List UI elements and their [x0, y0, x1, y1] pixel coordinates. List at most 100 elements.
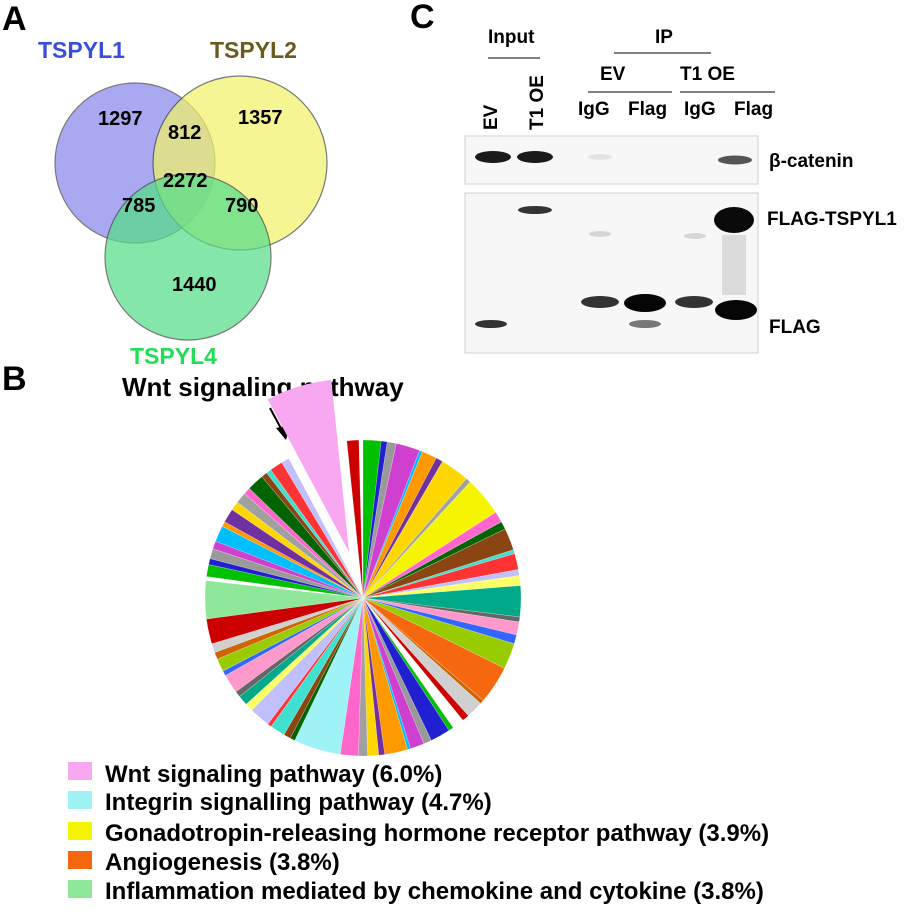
pie-slice-other: [243, 487, 364, 599]
pie-slice-other: [362, 585, 522, 618]
pie-slice-other: [362, 597, 454, 731]
pie-slice-other: [362, 597, 484, 704]
pie-slice-other: [362, 450, 423, 599]
pie-slice-other: [362, 441, 397, 599]
band-flagtspyl1-igg-t1oe: [684, 233, 706, 239]
pie-slice-other: [221, 521, 364, 599]
band-catenin-t1oe: [517, 151, 553, 163]
venn-count-only-tspyl2: 1357: [238, 107, 283, 129]
legend-swatch-integrin: [68, 791, 92, 809]
ip-label: IP: [655, 27, 673, 48]
venn-label-tspyl1: TSPYL1: [38, 37, 125, 63]
lane-label-flag-ev: Flag: [628, 99, 667, 120]
pie-slice-inflammation: [204, 580, 364, 620]
band-flag-flag-ev: [624, 294, 666, 312]
pie-slices: [204, 379, 522, 757]
pie-slice-other: [358, 439, 364, 599]
pie-slice-other: [251, 597, 364, 725]
ip-group-ev-label: EV: [600, 64, 626, 85]
pie-slice-other: [224, 597, 364, 693]
pie-slice-other: [362, 597, 450, 741]
pie-slice-other: [362, 597, 408, 755]
pie-slice-other: [362, 597, 515, 669]
venn-diagram: TSPYL1 TSPYL2 TSPYL4 1297 1357 812 2272 …: [38, 37, 328, 369]
pie-slice-other: [281, 458, 364, 599]
band-flag-igg-ev: [581, 296, 619, 308]
pie-slice-other: [289, 597, 364, 741]
pie-slice-other: [362, 478, 471, 599]
band-flag-igg-t1oe: [675, 296, 713, 308]
pie-slice-other: [214, 597, 364, 660]
pie-slice-other: [209, 548, 364, 599]
legend-swatch-angiogenesis: [68, 851, 92, 869]
legend-label-gnrh: Gonadotropin-releasing hormone receptor …: [105, 820, 769, 847]
pie-slice-other: [362, 549, 516, 599]
pie-slice-other: [283, 597, 364, 739]
panel-label-c: C: [410, 0, 435, 36]
legend-swatch-wnt: [68, 762, 92, 780]
pie-slice-other: [339, 597, 364, 757]
venn-count-tspyl1-tspyl4: 785: [122, 195, 155, 217]
pie-slice-other: [362, 597, 520, 636]
pie-slice-other: [362, 597, 425, 750]
pie-legend: Wnt signaling pathway (6.0%) Integrin si…: [68, 761, 769, 905]
pie-slice-other: [212, 540, 364, 599]
legend-swatch-gnrh: [68, 822, 92, 840]
lane-label-ev: EV: [481, 104, 502, 130]
pie-slice-other: [235, 597, 364, 697]
pie-slice-other: [239, 597, 364, 705]
legend-label-inflammation: Inflammation mediated by chemokine and c…: [105, 878, 764, 905]
blot-membrane-bottom: [464, 192, 759, 354]
pie-slice-other: [216, 597, 364, 672]
legend-swatch-inflammation: [68, 880, 92, 898]
venn-count-only-tspyl4: 1440: [172, 274, 217, 296]
band-catenin-ev: [475, 151, 511, 163]
pie-slice-gnrh: [362, 481, 497, 599]
pie-slice-other: [362, 569, 520, 599]
pie-slice-other: [362, 597, 469, 721]
pie-slice-other: [362, 597, 432, 745]
pie-slice-other: [362, 511, 502, 599]
pie-slice-other: [362, 597, 517, 645]
pie-slice-other: [211, 597, 364, 653]
pie-slice-other: [362, 443, 421, 599]
pie-slice-other: [248, 476, 364, 599]
pie-slice-other: [206, 597, 364, 645]
pie-slice-other: [270, 597, 364, 736]
western-blot: Input IP EV T1 OE EV T1 OE IgG Flag IgG …: [464, 27, 897, 354]
legend-label-integrin: Integrin signalling pathway (4.7%): [105, 789, 492, 816]
pie-slice-other: [362, 461, 467, 599]
band-flagtspyl1-flag-t1oe: [714, 207, 754, 233]
pie-slice-angiogenesis: [362, 597, 505, 701]
panel-label-b: B: [2, 360, 27, 398]
pie-slice-other: [346, 439, 364, 599]
pie-slice-other: [362, 597, 464, 729]
lane-label-igg-ev: IgG: [578, 99, 610, 120]
venn-count-only-tspyl1: 1297: [98, 108, 143, 130]
pie-slice-other: [362, 597, 481, 717]
pie-slice-other: [236, 493, 364, 599]
legend-label-wnt: Wnt signaling pathway (6.0%): [105, 761, 442, 788]
pie-slice-other: [362, 597, 411, 750]
protein-label-flag: FLAG: [769, 317, 821, 338]
protein-label-catenin: β-catenin: [769, 151, 853, 172]
pie-slice-other: [267, 597, 364, 727]
pie-slice-other: [362, 553, 519, 599]
band-flag-flag-t1oe: [715, 300, 757, 320]
pie-slice-other: [208, 558, 364, 599]
pie-callout-label: Wnt signaling pathway: [122, 372, 404, 402]
pie-slice-other: [266, 469, 364, 599]
pie-slice-other: [362, 457, 443, 599]
pie-slice-other: [362, 440, 388, 599]
pie-slice-other: [215, 525, 364, 599]
pie-slice-other: [362, 451, 437, 599]
band-flag-flag-ev-lower: [629, 320, 661, 328]
pie-slice-integrin: [294, 597, 364, 755]
lane-label-igg-t1oe: IgG: [684, 99, 716, 120]
venn-count-tspyl2-tspyl4: 790: [225, 195, 258, 217]
venn-label-tspyl2: TSPYL2: [210, 37, 297, 63]
pie-slice-other: [205, 576, 364, 599]
band-flagtspyl1-igg-ev: [589, 231, 611, 237]
panel-label-a: A: [2, 0, 27, 38]
protein-label-flag-tspyl1: FLAG-TSPYL1: [767, 209, 897, 230]
